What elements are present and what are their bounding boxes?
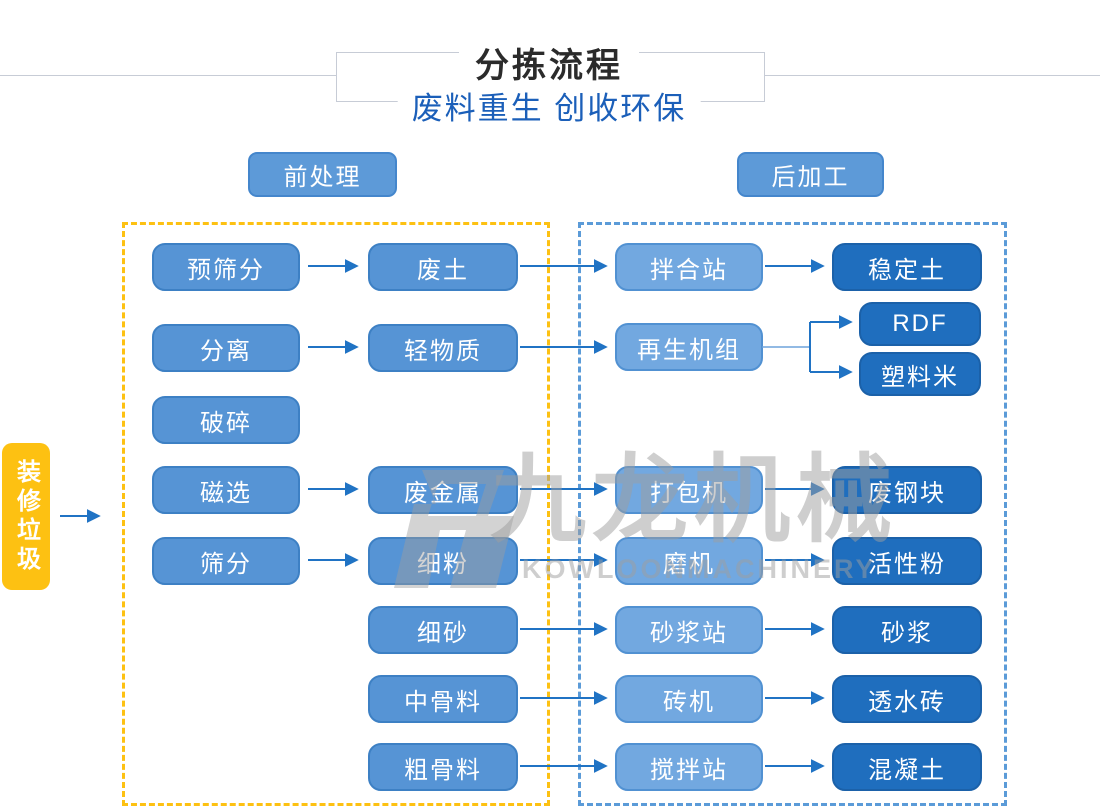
node-regeneration-unit: 再生机组 — [615, 323, 763, 371]
node-mortar: 砂浆 — [832, 606, 982, 654]
node-stabilized-soil: 稳定土 — [832, 243, 982, 291]
section-post-processing: 后加工 — [737, 152, 884, 197]
node-waste-steel-block: 废钢块 — [832, 466, 982, 514]
header-line-left — [0, 75, 336, 76]
node-fine-powder: 细粉 — [368, 537, 518, 585]
node-coarse-aggregate: 粗骨料 — [368, 743, 518, 791]
node-waste-metal: 废金属 — [368, 466, 518, 514]
node-pre-screening: 预筛分 — [152, 243, 300, 291]
header-line-right — [763, 75, 1100, 76]
node-light-material: 轻物质 — [368, 324, 518, 372]
node-brick-machine: 砖机 — [615, 675, 763, 723]
post-processing-zone — [578, 222, 1007, 806]
node-baler: 打包机 — [615, 466, 763, 514]
node-mixing-station: 拌合站 — [615, 243, 763, 291]
node-stirring-station: 搅拌站 — [615, 743, 763, 791]
node-permeable-brick: 透水砖 — [832, 675, 982, 723]
node-separation: 分离 — [152, 324, 300, 372]
pre-processing-zone — [122, 222, 550, 806]
node-medium-aggregate: 中骨料 — [368, 675, 518, 723]
node-mill: 磨机 — [615, 537, 763, 585]
node-crushing: 破碎 — [152, 396, 300, 444]
node-fine-sand: 细砂 — [368, 606, 518, 654]
source-renovation-waste: 装修垃圾 — [2, 443, 50, 590]
node-magnetic-separation: 磁选 — [152, 466, 300, 514]
page-subtitle: 废料重生 创收环保 — [397, 83, 701, 128]
node-rdf: RDF — [859, 302, 981, 346]
section-pre-processing: 前处理 — [248, 152, 397, 197]
node-mortar-station: 砂浆站 — [615, 606, 763, 654]
page-title: 分拣流程 — [459, 38, 639, 87]
node-active-powder: 活性粉 — [832, 537, 982, 585]
node-plastic-pellets: 塑料米 — [859, 352, 981, 396]
node-screening: 筛分 — [152, 537, 300, 585]
node-waste-soil: 废土 — [368, 243, 518, 291]
node-concrete: 混凝土 — [832, 743, 982, 791]
